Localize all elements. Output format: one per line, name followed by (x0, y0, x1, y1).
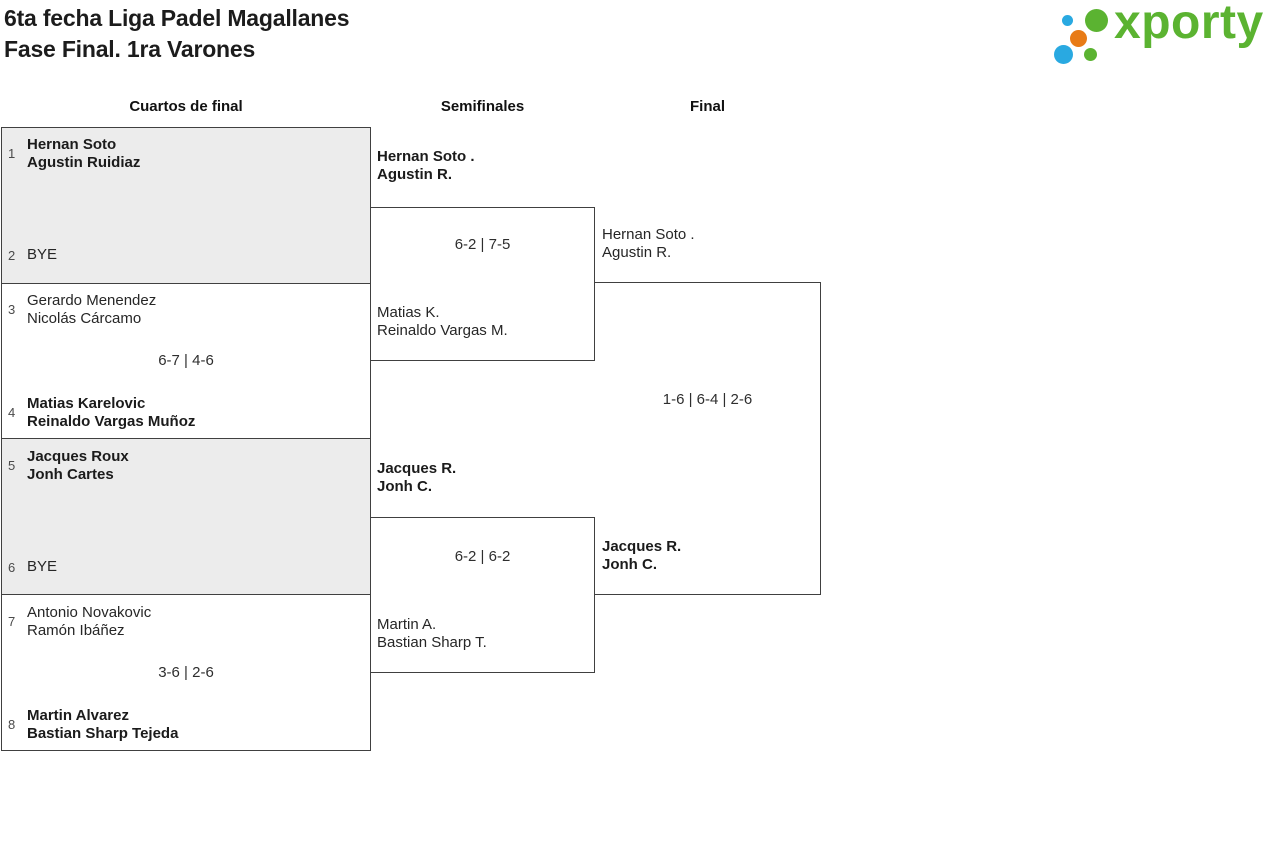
player-name: Martin A. (377, 616, 437, 633)
bye-label: BYE (27, 246, 58, 263)
seed-number: 4 (8, 405, 16, 420)
logo-dot-green-small (1084, 48, 1097, 61)
match-score: 6-2 | 7-5 (454, 236, 511, 253)
logo-dot-orange (1070, 30, 1087, 47)
seed-number: 6 (8, 560, 16, 575)
title-line-2: Fase Final. 1ra Varones (4, 36, 256, 62)
player-name: Hernan Soto . (377, 148, 475, 165)
player-name: Agustin R. (377, 166, 452, 183)
player-name: Hernan Soto . (602, 226, 695, 243)
player-name: Jacques Roux (27, 448, 129, 465)
player-name: Bastian Sharp T. (377, 634, 487, 651)
player-name: Agustin R. (602, 244, 672, 261)
seed-number: 8 (8, 717, 16, 732)
match-score: 6-2 | 6-2 (454, 548, 511, 565)
seed-number: 5 (8, 458, 16, 473)
seed-number: 2 (8, 248, 16, 263)
qf-match-1-box (1, 127, 371, 284)
player-name: Ramón Ibáñez (27, 622, 125, 639)
player-name: Antonio Novakovic (27, 604, 152, 621)
player-name: Nicolás Cárcamo (27, 310, 142, 327)
seed-number: 1 (8, 146, 16, 161)
seed-number: 3 (8, 302, 16, 317)
match-score: 6-7 | 4-6 (158, 352, 214, 369)
match-score: 3-6 | 2-6 (158, 664, 214, 681)
player-name: Bastian Sharp Tejeda (27, 725, 179, 742)
player-name: Matias Karelovic (27, 395, 146, 412)
logo-dot-blue-small (1062, 15, 1073, 26)
sf-match-2-box (370, 517, 595, 673)
logo-wordmark: xporty (1114, 0, 1264, 49)
player-name: Reinaldo Vargas M. (377, 322, 508, 339)
player-name: Matias K. (377, 304, 440, 321)
qf-match-3-box (1, 438, 371, 595)
round-header-semifinals: Semifinales (440, 98, 525, 115)
player-name: Agustin Ruidiaz (27, 154, 141, 171)
seed-number: 7 (8, 614, 16, 629)
logo-dot-green-large (1085, 9, 1108, 32)
player-name: Jacques R. (377, 460, 457, 477)
player-name: Jonh C. (602, 556, 657, 573)
round-header-final: Final (689, 98, 725, 115)
player-name: Jonh C. (377, 478, 432, 495)
player-name: Martin Alvarez (27, 707, 129, 724)
page-title: 6ta fecha Liga Padel Magallanes Fase Fin… (4, 3, 350, 65)
player-name: Jonh Cartes (27, 466, 114, 483)
player-name: Hernan Soto (27, 136, 117, 153)
round-header-quarterfinals: Cuartos de final (129, 98, 243, 115)
bye-label: BYE (27, 558, 58, 575)
sf-match-1-box (370, 207, 595, 361)
xporty-logo[interactable]: xporty (1050, 0, 1280, 70)
player-name: Jacques R. (602, 538, 682, 555)
player-name: Gerardo Menendez (27, 292, 157, 309)
match-score: 1-6 | 6-4 | 2-6 (662, 391, 753, 408)
title-line-1: 6ta fecha Liga Padel Magallanes (4, 5, 350, 31)
logo-dot-blue-large (1054, 45, 1073, 64)
final-match-box (594, 282, 821, 595)
player-name: Reinaldo Vargas Muñoz (27, 413, 196, 430)
